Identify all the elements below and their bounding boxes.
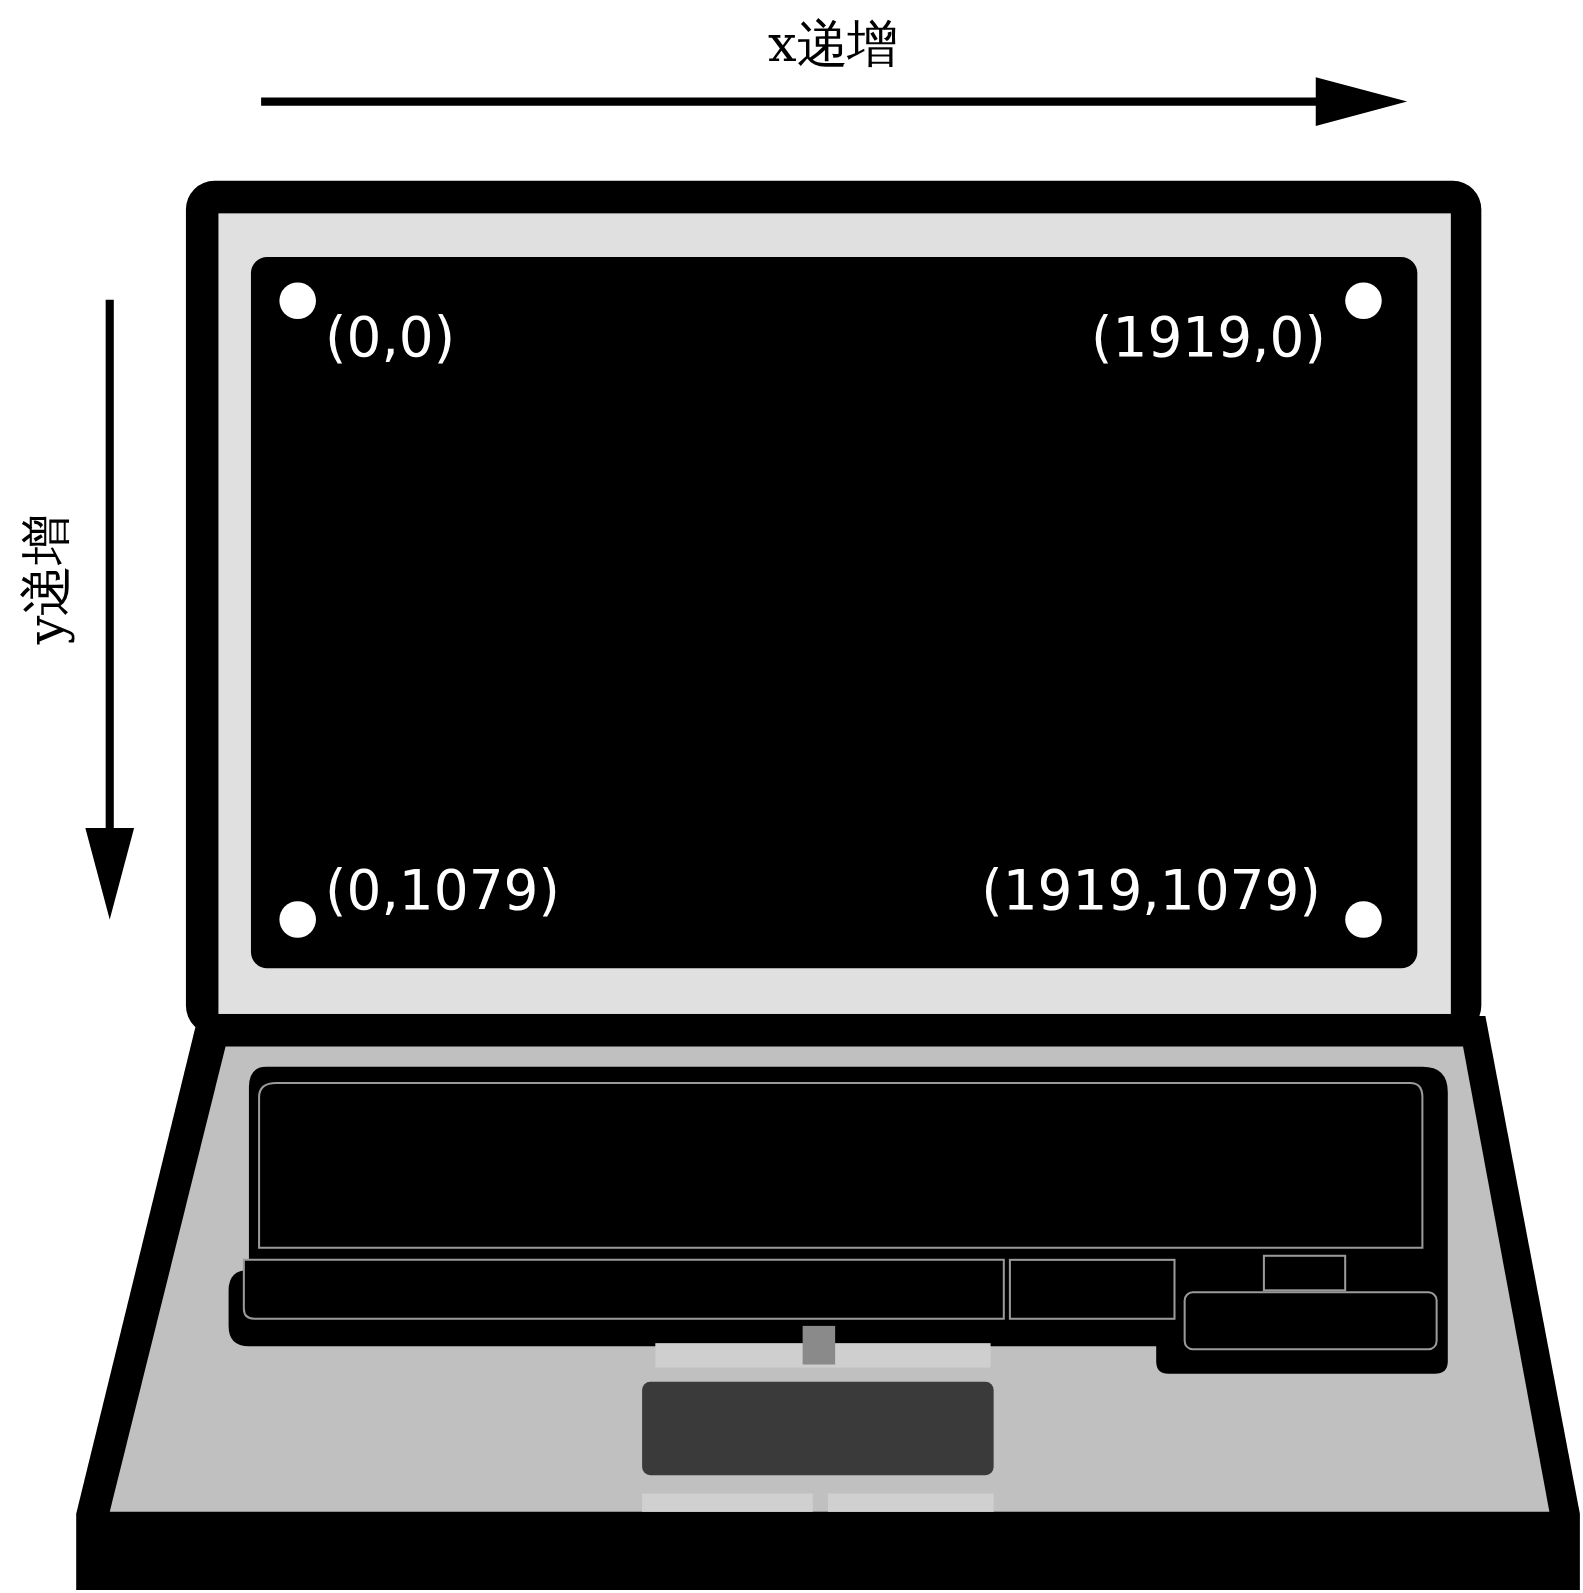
arrow-head — [85, 828, 134, 919]
keyboard-key — [1010, 1260, 1175, 1319]
arrow-key — [1264, 1256, 1345, 1291]
keyboard-row — [244, 1260, 1004, 1319]
corner-dot — [279, 282, 316, 319]
coordinate-label: (0,0) — [325, 310, 455, 365]
arrow-keys — [1185, 1292, 1437, 1349]
arrow-head — [1316, 77, 1407, 126]
coordinate-label: (1919,0) — [1091, 310, 1326, 365]
y-axis-arrow — [106, 300, 114, 833]
base — [76, 1016, 1580, 1590]
keyboard-keys — [259, 1083, 1422, 1248]
touchpad — [642, 1382, 994, 1475]
coordinate-label: (0,1079) — [325, 864, 560, 919]
corner-dot — [279, 901, 316, 938]
axis-label: y递增 — [20, 514, 71, 644]
touchpad-button — [828, 1494, 994, 1512]
bezel — [218, 213, 1450, 1014]
coordinate-label: (1919,1079) — [981, 864, 1321, 919]
axis-label: x递增 — [768, 18, 898, 69]
touchpad-button — [642, 1494, 813, 1512]
lid — [186, 181, 1481, 1034]
corner-dot — [1345, 901, 1382, 938]
base-deck — [110, 1046, 1550, 1511]
x-axis-arrow — [261, 98, 1321, 106]
screen — [251, 257, 1417, 968]
keyboard-well — [229, 1067, 1448, 1374]
indicator — [803, 1326, 836, 1365]
corner-dot — [1345, 282, 1382, 319]
